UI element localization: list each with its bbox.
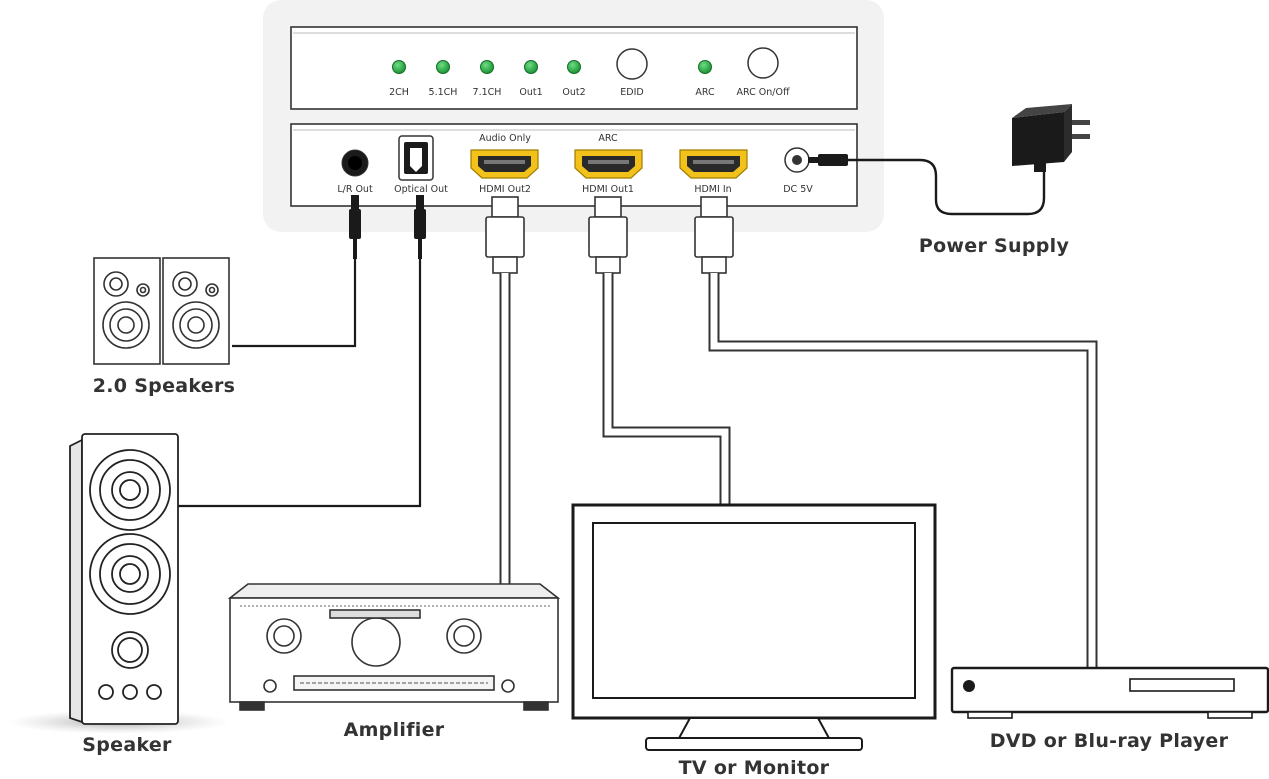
- indicator-label-51ch: 5.1CH: [428, 87, 458, 98]
- hdmi-plug-in-icon: [694, 196, 734, 274]
- tv-label: TV or Monitor: [678, 757, 830, 779]
- lr-out-label: L/R Out: [337, 184, 373, 195]
- led-51ch-icon: [436, 60, 450, 74]
- stereo-speakers-icon: [93, 257, 230, 365]
- power-adapter-icon: [1012, 104, 1090, 172]
- led-out2-icon: [567, 60, 581, 74]
- amplifier-label: Amplifier: [343, 719, 445, 741]
- led-2ch-icon: [392, 60, 406, 74]
- audio-cables: [178, 258, 422, 508]
- dc-in-label: DC 5V: [783, 184, 813, 195]
- arc-button-icon: [747, 47, 779, 79]
- indicator-label-71ch: 7.1CH: [472, 87, 502, 98]
- dc-plug-icon: [808, 154, 848, 166]
- tower-speaker-icon: [69, 433, 179, 725]
- hdmi-plug-out1-icon: [588, 196, 628, 274]
- led-arc-icon: [698, 60, 712, 74]
- hdmi-out2-label: HDMI Out2: [479, 184, 531, 195]
- indicator-label-out1: Out1: [519, 87, 543, 98]
- hdmi-out2-port-icon: [470, 149, 539, 179]
- hdmi-out1-label: HDMI Out1: [582, 184, 634, 195]
- amplifier-icon: [227, 583, 561, 711]
- speakers-20-label: 2.0 Speakers: [92, 375, 236, 397]
- indicator-label-2ch: 2CH: [389, 87, 409, 98]
- edid-button-label: EDID: [620, 87, 644, 98]
- optical-plug-icon: [414, 195, 426, 259]
- hdmi-cables: [499, 273, 1098, 668]
- hdmi-in-label: HDMI In: [694, 184, 732, 195]
- hdmi-out1-top-label: ARC: [598, 133, 618, 144]
- hdmi-out1-port-icon: [574, 149, 643, 179]
- lr-out-plug-icon: [349, 195, 361, 259]
- hdmi-plug-out2-icon: [485, 196, 525, 274]
- player-label: DVD or Blu-ray Player: [989, 730, 1229, 752]
- hdmi-in-port-icon: [679, 149, 748, 179]
- speaker-label: Speaker: [82, 734, 172, 756]
- power-supply-label: Power Supply: [918, 235, 1070, 257]
- indicator-label-out2: Out2: [562, 87, 586, 98]
- arc-button-label: ARC On/Off: [736, 87, 790, 98]
- arc-led-label: ARC: [695, 87, 715, 98]
- edid-button-icon: [616, 48, 648, 80]
- led-out1-icon: [524, 60, 538, 74]
- led-71ch-icon: [480, 60, 494, 74]
- optical-out-label: Optical Out: [394, 184, 448, 195]
- hdmi-out2-top-label: Audio Only: [479, 133, 531, 144]
- dvd-player-icon: [950, 666, 1269, 719]
- tv-monitor-icon: [571, 503, 937, 751]
- front-panel: [290, 26, 858, 110]
- rear-panel: [290, 123, 858, 207]
